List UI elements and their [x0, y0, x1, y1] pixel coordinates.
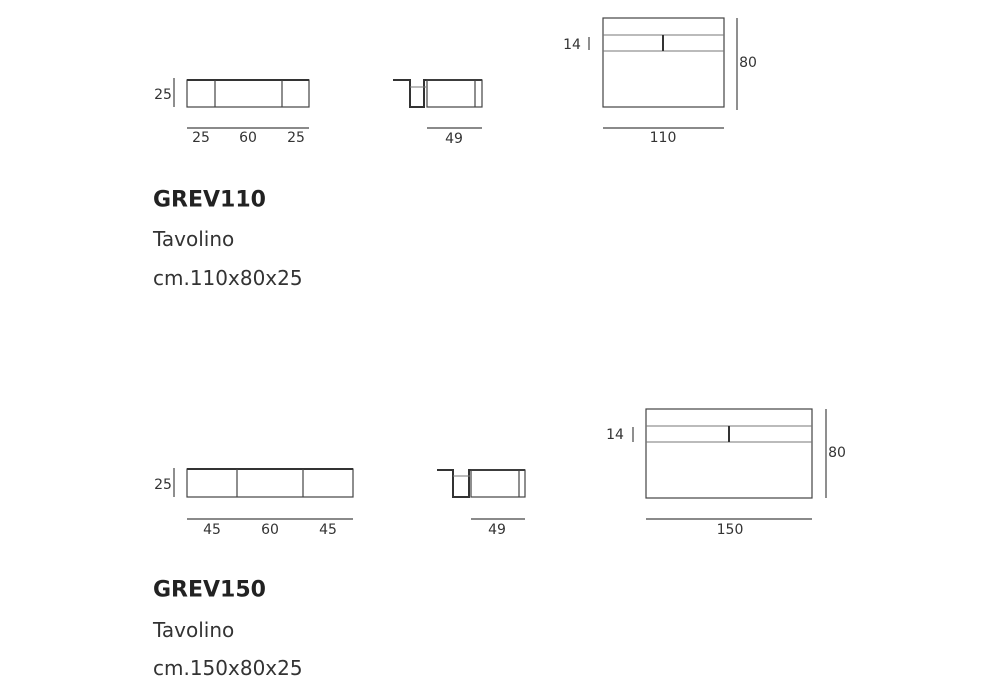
p2-side-view [437, 469, 526, 520]
p1-front-view [173, 78, 310, 129]
product-code: GREV150 [153, 577, 266, 603]
side-body [426, 79, 483, 108]
p1-side-view [393, 79, 483, 129]
strip-label: 14 [606, 427, 624, 443]
front-body [186, 468, 354, 498]
front-width-label: 60 [239, 130, 257, 146]
p2-front-view [173, 468, 354, 520]
top-body [645, 408, 813, 499]
front-width-label: 45 [203, 522, 221, 538]
front-width-label: 25 [287, 130, 305, 146]
top-width-label: 110 [649, 130, 677, 146]
p2-top-view [632, 408, 827, 520]
side-depth-label: 49 [488, 522, 506, 538]
product-type: Tavolino [153, 618, 235, 642]
front-width-label: 60 [261, 522, 279, 538]
front-body [186, 79, 310, 108]
front-width-label: 25 [192, 130, 210, 146]
side-depth-label: 49 [445, 131, 463, 147]
front-height-label: 25 [154, 477, 172, 493]
p1-top-view [588, 17, 738, 129]
product-dimensions: cm.110x80x25 [153, 266, 303, 290]
top-depth-label: 80 [828, 445, 846, 461]
product-type: Tavolino [153, 227, 235, 251]
front-width-label: 45 [319, 522, 337, 538]
product-code: GREV110 [153, 187, 266, 213]
side-profile [393, 79, 482, 108]
side-profile [437, 469, 525, 498]
product-dimensions: cm.150x80x25 [153, 656, 303, 680]
side-body [470, 469, 526, 498]
front-height-label: 25 [154, 87, 172, 103]
top-width-label: 150 [716, 522, 744, 538]
top-body [602, 17, 725, 108]
strip-label: 14 [563, 37, 581, 53]
top-depth-label: 80 [739, 55, 757, 71]
